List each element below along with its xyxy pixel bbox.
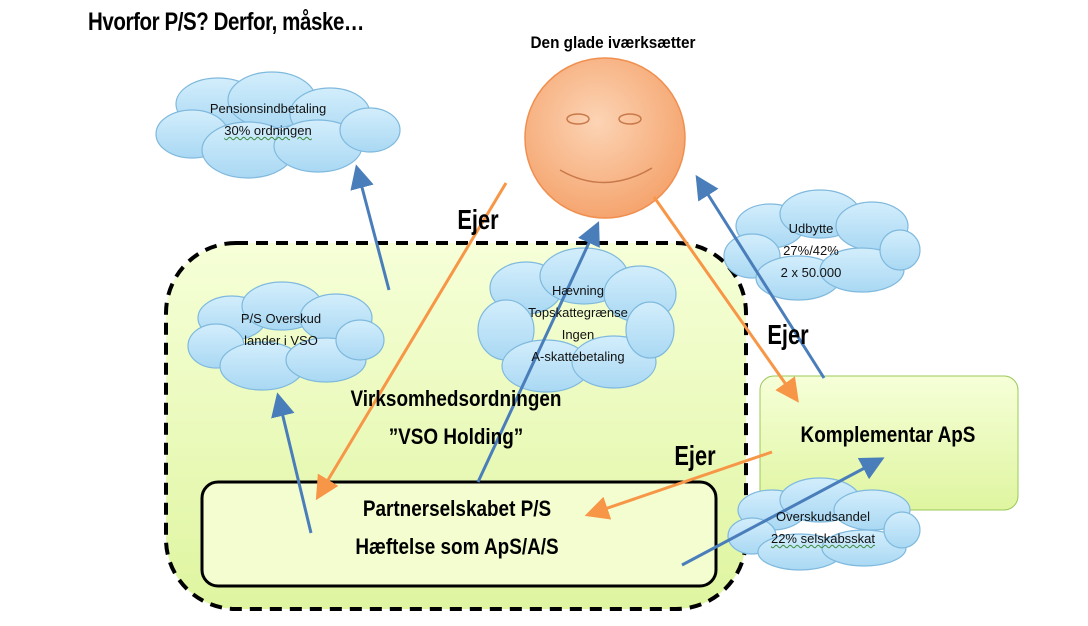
udbytte-line-2: 27%/42% xyxy=(783,243,839,258)
cloud-overskudsandel-text: Overskudsandel 22% selskabsskat xyxy=(748,506,898,550)
person-label: Den glade iværksætter xyxy=(530,33,696,52)
cloud-haevning xyxy=(477,247,677,393)
arrow-ps-to-face xyxy=(476,221,600,483)
komplementar-label: Komplementar ApS xyxy=(800,422,976,447)
cloud-overskudsandel xyxy=(727,477,921,571)
arrow-face-owns-ps xyxy=(315,182,508,501)
cloud-haevning-text: Hævning Topskattegrænse Ingen A-skattebe… xyxy=(498,280,658,368)
cloud-pension-text: Pensionsindbetaling 30% ordningen xyxy=(188,98,348,142)
vso-label-line-2: ”VSO Holding” xyxy=(388,424,524,449)
cloud-udbytte-text: Udbytte 27%/42% 2 x 50.000 xyxy=(746,218,876,284)
pension-line-2: 30% ordningen xyxy=(224,123,312,138)
haevning-line-4: A-skattebetaling xyxy=(531,349,625,364)
cloud-ps-overskud xyxy=(187,281,385,391)
arrow-vso-to-pension xyxy=(350,164,391,291)
arrow-ps-to-vso-cloud xyxy=(271,392,313,534)
arrow-ps-to-komplementar xyxy=(681,457,885,567)
haevning-line-2: Topskattegrænse xyxy=(528,305,628,320)
ps-overskud-line-1: P/S Overskud xyxy=(240,311,322,326)
smiley-face-icon xyxy=(524,57,686,219)
udbytte-line-3: 2 x 50.000 xyxy=(780,265,842,280)
ejer-label-3: Ejer xyxy=(674,440,716,471)
cloud-pension xyxy=(155,71,401,179)
ps-overskud-line-2: lander i VSO xyxy=(244,333,318,348)
overskudsandel-line-2: 22% selskabsskat xyxy=(770,531,876,546)
vso-label-line-1: Virksomhedsordningen xyxy=(350,386,562,411)
ejer-label-1: Ejer xyxy=(457,204,499,235)
haevning-line-1: Hævning xyxy=(551,283,605,298)
page-title: Hvorfor P/S? Derfor, måske… xyxy=(88,8,365,36)
udbytte-line-1: Udbytte xyxy=(788,221,834,236)
haevning-line-3: Ingen xyxy=(561,327,595,342)
overskudsandel-line-1: Overskudsandel xyxy=(776,509,870,524)
arrow-komplementar-to-face xyxy=(695,174,826,379)
ps-label-line-2: Hæftelse som ApS/A/S xyxy=(355,534,559,559)
pension-line-1: Pensionsindbetaling xyxy=(209,101,327,116)
cloud-ps-overskud-text: P/S Overskud lander i VSO xyxy=(206,308,356,352)
ps-label-line-1: Partnerselskabet P/S xyxy=(362,496,552,521)
arrow-face-owns-komplementar xyxy=(652,196,799,403)
cloud-udbytte xyxy=(723,189,921,301)
arrow-komplementar-owns-ps xyxy=(584,450,773,520)
ejer-label-2: Ejer xyxy=(767,319,809,350)
